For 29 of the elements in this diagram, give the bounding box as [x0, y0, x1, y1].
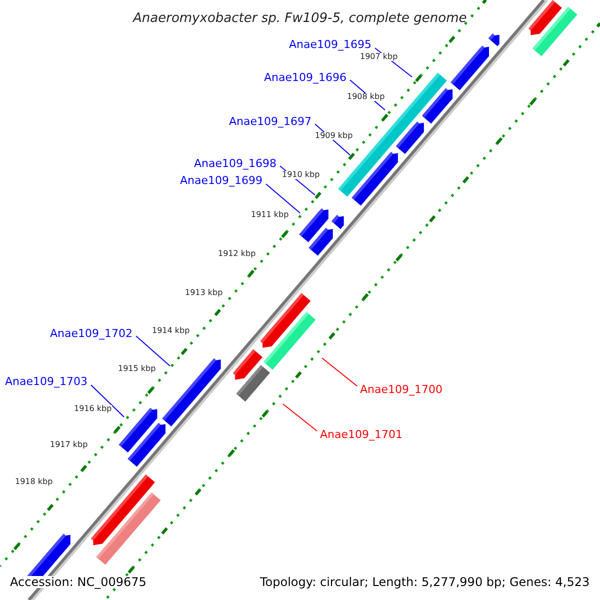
gene-label: Anae109_1699: [180, 174, 262, 186]
scale-label: 1915 kbp: [118, 365, 156, 373]
accession-text: Accession: NC_009675: [10, 576, 146, 588]
title: Anaeromyxobacter sp. Fw109-5, complete genome: [133, 12, 467, 24]
scale-label: 1918 kbp: [15, 478, 53, 486]
scale-label: 1914 kbp: [152, 327, 190, 335]
gene-label: Anae109_1700: [360, 384, 442, 394]
leader-line: [282, 404, 318, 432]
gene-label: Anae109_1697: [229, 116, 312, 126]
leader-line: [90, 384, 124, 418]
gene-label: Anae109_1696: [264, 72, 346, 82]
scale-label: 1910 kbp: [282, 171, 320, 179]
scale-label: 1917 kbp: [50, 441, 88, 449]
gene-label: Anae109_1698: [194, 158, 276, 168]
scale-label: 1912 kbp: [218, 250, 256, 258]
scale-label: 1916 kbp: [74, 405, 112, 413]
gene-label: Anae109_1695: [289, 38, 372, 50]
gene-label: Anae109_1703: [5, 376, 88, 386]
scale-label: 1913 kbp: [185, 289, 223, 297]
leader-line: [266, 184, 300, 214]
scale-label: 1909 kbp: [315, 132, 353, 140]
scale-label: 1911 kbp: [251, 211, 289, 219]
summary-text: Topology: circular; Length: 5,277,990 bp; Genes: 4,523: [260, 576, 590, 588]
leader-line: [136, 336, 170, 366]
gene-label: Anae109_1701: [320, 428, 402, 440]
scale-label: 1908 kbp: [347, 93, 385, 101]
leader-line: [322, 358, 358, 386]
gene-label: Anae109_1702: [50, 328, 132, 338]
scale-label: 1907 kbp: [360, 53, 398, 61]
